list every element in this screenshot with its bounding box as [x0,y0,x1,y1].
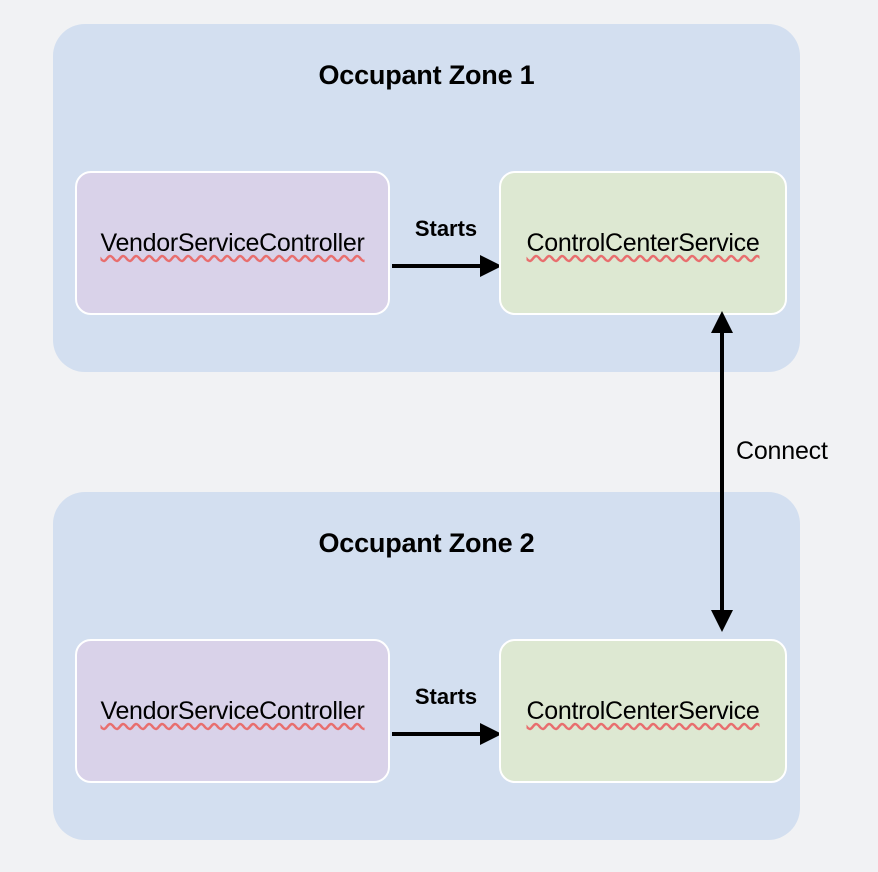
node-label: ControlCenterService [526,228,760,257]
node-vendor-service-controller-zone-2[interactable]: VendorServiceController [75,639,390,783]
node-label: VendorServiceController [100,696,365,725]
arrow-head-up-icon [711,311,733,333]
arrow-head-right-icon [480,255,502,277]
node-vendor-service-controller-zone-1[interactable]: VendorServiceController [75,171,390,315]
starts-edge-zone-1: Starts [390,170,502,316]
starts-edge-zone-2: Starts [390,638,502,784]
node-control-center-service-zone-1[interactable]: ControlCenterService [499,171,787,315]
occupant-zone-1-container: Occupant Zone 1 VendorServiceController … [53,24,800,372]
occupant-zone-2-container: Occupant Zone 2 VendorServiceController … [53,492,800,840]
node-control-center-service-zone-2[interactable]: ControlCenterService [499,639,787,783]
arrow-head-down-icon [711,610,733,632]
arrow-line [392,732,482,736]
starts-edge-label: Starts [414,216,478,241]
connect-edge-label: Connect [736,437,828,465]
node-label: VendorServiceController [100,228,365,257]
arrow-line [720,329,724,614]
node-label: ControlCenterService [526,696,760,725]
occupant-zone-2-title: Occupant Zone 2 [318,528,535,558]
arrow-head-right-icon [480,723,502,745]
occupant-zone-1-title: Occupant Zone 1 [318,60,535,90]
arrow-line [392,264,482,268]
connect-edge [711,311,733,632]
starts-edge-label: Starts [414,684,478,709]
